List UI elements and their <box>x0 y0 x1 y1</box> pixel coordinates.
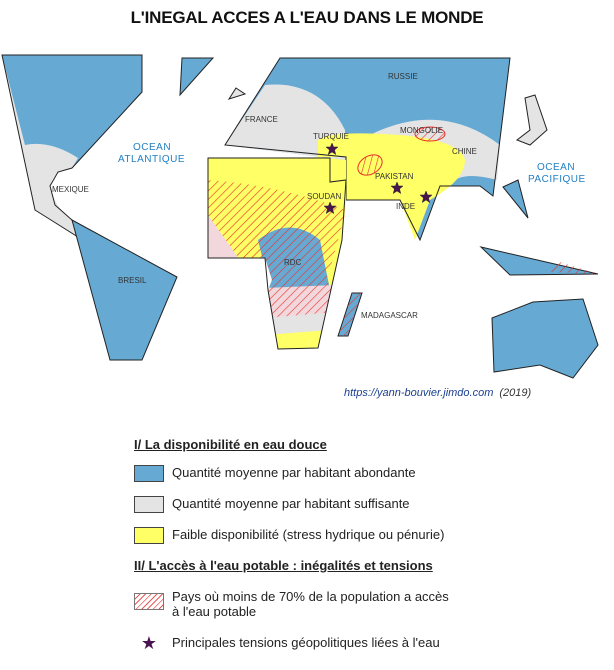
label-ocean-atlantique-2: ATLANTIQUE <box>118 154 185 165</box>
legend-item-faible: Faible disponibilité (stress hydrique ou… <box>134 527 444 544</box>
label-ocean-atlantique-1: OCEAN <box>133 142 171 153</box>
greenland <box>179 57 215 97</box>
north-america <box>1 54 143 239</box>
australia <box>491 298 599 379</box>
map-title: L'INEGAL ACCES A L'EAU DANS LE MONDE <box>130 8 484 27</box>
label-soudan: SOUDAN <box>307 192 341 201</box>
legend-item-star: ★ Principales tensions géopolitiques lié… <box>134 633 440 653</box>
label-chine: CHINE <box>452 147 477 156</box>
label-madagascar: MADAGASCAR <box>361 311 418 320</box>
label-france: FRANCE <box>245 115 278 124</box>
label-turquie: TURQUIE <box>313 132 349 141</box>
label-russie: RUSSIE <box>388 72 418 81</box>
uk-island <box>227 87 247 100</box>
label-ocean-pacifique-1: OCEAN <box>537 162 575 173</box>
label-mexique: MEXIQUE <box>52 185 89 194</box>
legend-heading-1: I/ La disponibilité en eau douce <box>134 437 327 452</box>
legend-label: Quantité moyenne par habitant abondante <box>172 465 416 480</box>
legend-label: Faible disponibilité (stress hydrique ou… <box>172 527 445 542</box>
label-mongolie: MONGOLIE <box>400 126 443 135</box>
label-bresil: BRESIL <box>118 276 147 285</box>
credit: https://yann-bouvier.jimdo.com (2019) <box>344 387 531 399</box>
legend-label: Principales tensions géopolitiques liées… <box>172 635 440 650</box>
star-icon-inde <box>419 190 433 204</box>
label-inde: INDE <box>396 202 415 211</box>
legend-label: Quantité moyenne par habitant suffisante <box>172 496 410 511</box>
legend-item-hatch: Pays où moins de 70% de la population a … <box>134 589 449 619</box>
world-map: MEXIQUE BRESIL FRANCE RUSSIE TURQUIE MON… <box>1 54 599 379</box>
label-rdc: RDC <box>284 258 302 267</box>
eurasia <box>224 57 511 242</box>
swatch-abondante <box>134 465 164 482</box>
star-icon-turquie <box>325 142 339 156</box>
legend-label-line1: Pays où moins de 70% de la population a … <box>172 589 449 604</box>
star-icon-pakistan <box>390 181 404 195</box>
legend-item-abondante: Quantité moyenne par habitant abondante <box>134 465 416 482</box>
star-icon-soudan <box>323 201 337 215</box>
legend-label-line2: à l'eau potable <box>172 604 257 619</box>
swatch-hatch <box>134 593 164 610</box>
south-america <box>71 219 178 361</box>
legend-item-suffisante: Quantité moyenne par habitant suffisante <box>134 496 410 513</box>
japan <box>515 94 548 146</box>
star-icon: ★ <box>140 633 158 653</box>
swatch-suffisante <box>134 496 164 513</box>
legend-heading-2: II/ L'accès à l'eau potable : inégalités… <box>134 558 433 573</box>
label-pakistan: PAKISTAN <box>375 172 414 181</box>
label-ocean-pacifique-2: PACIFIQUE <box>528 174 586 185</box>
swatch-faible <box>134 527 164 544</box>
credit-year: (2019) <box>499 387 532 399</box>
small-island <box>502 179 529 219</box>
africa <box>207 157 347 350</box>
credit-url[interactable]: https://yann-bouvier.jimdo.com <box>344 387 494 399</box>
